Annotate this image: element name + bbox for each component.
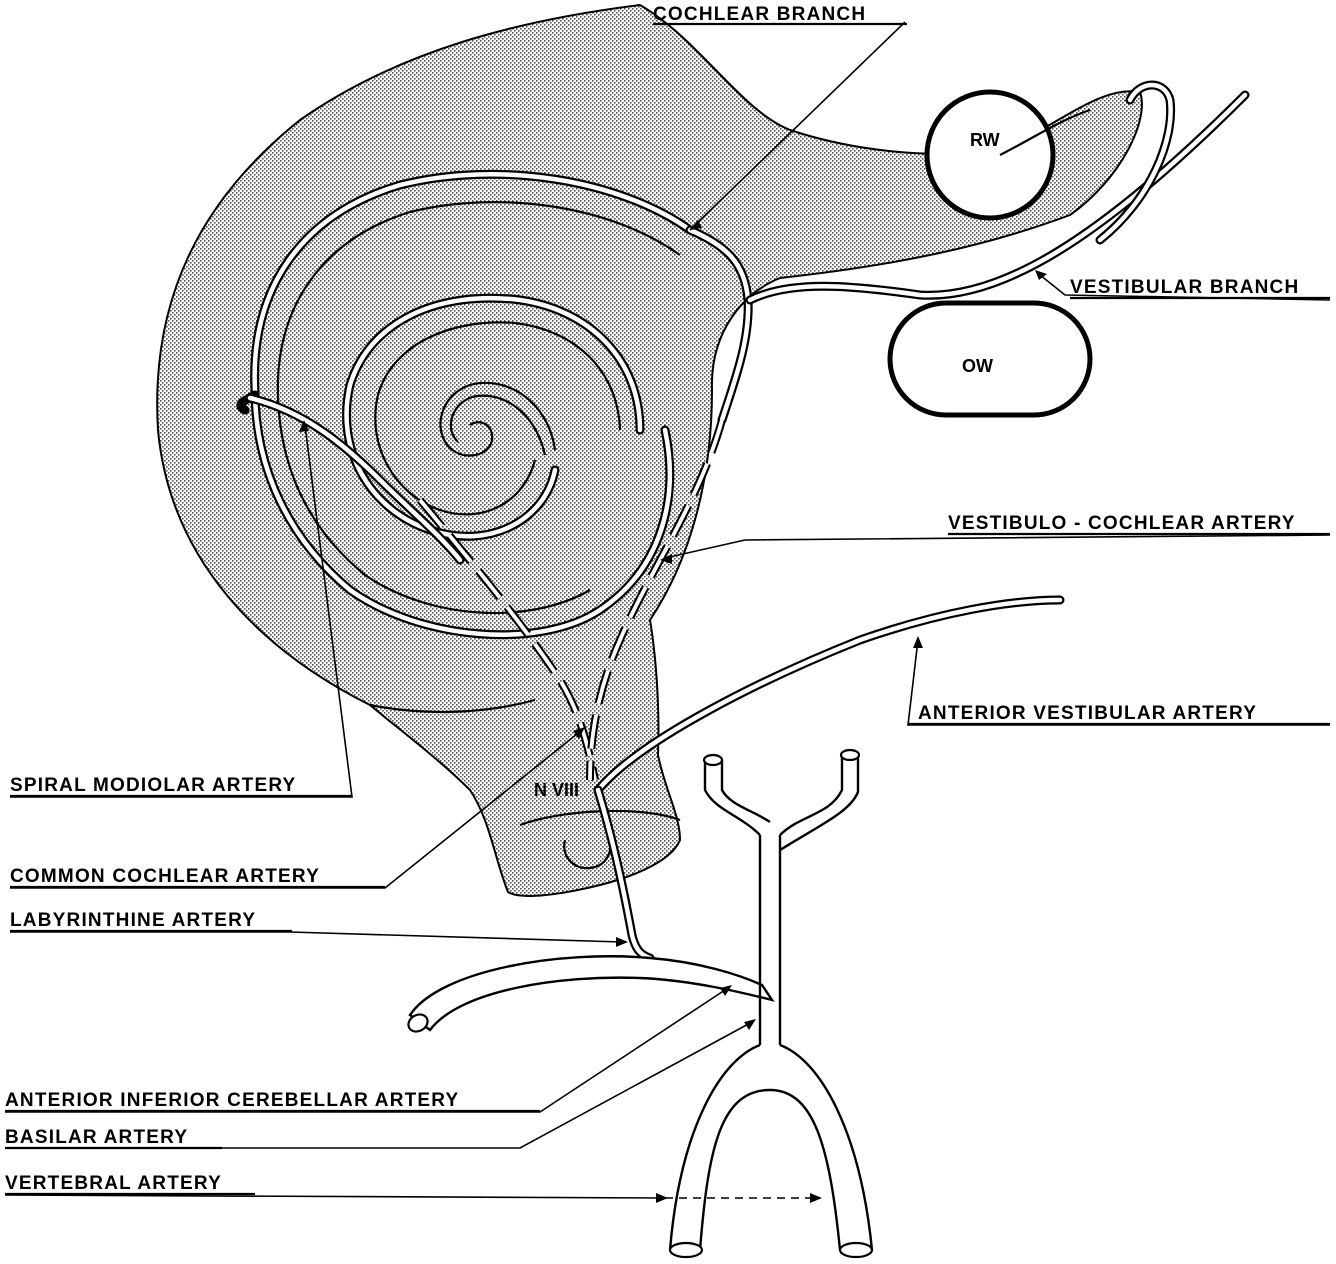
label-anterior-vestibular-artery: ANTERIOR VESTIBULAR ARTERY (918, 703, 1257, 724)
label-anterior-inferior-cerebellar-artery: ANTERIOR INFERIOR CEREBELLAR ARTERY (5, 1090, 459, 1111)
label-spiral-modiolar-artery: SPIRAL MODIOLAR ARTERY (10, 775, 296, 796)
label-round-window: RW (970, 130, 1000, 150)
label-common-cochlear-artery: COMMON COCHLEAR ARTERY (10, 866, 320, 887)
round-window-crossline (999, 108, 1091, 156)
basilar-vertebral-system (407, 748, 874, 1259)
label-vertebral-artery: VERTEBRAL ARTERY (5, 1173, 222, 1194)
vessels (236, 80, 1250, 963)
label-oval-window: OW (962, 356, 993, 376)
label-cochlear-branch: COCHLEAR BRANCH (653, 4, 866, 25)
label-vestibular-branch: VESTIBULAR BRANCH (1070, 277, 1299, 298)
label-basilar-artery: BASILAR ARTERY (5, 1127, 188, 1148)
cochlear-spiral (250, 169, 695, 640)
oval-window (887, 300, 1093, 418)
labels: COCHLEAR BRANCH VESTIBULAR BRANCH VESTIB… (5, 4, 1330, 1196)
label-vestibulo-cochlear-artery: VESTIBULO - COCHLEAR ARTERY (948, 513, 1296, 534)
cochlea-body (156, 3, 1143, 897)
round-window (924, 89, 1056, 221)
label-labyrinthine-artery: LABYRINTHINE ARTERY (10, 910, 256, 931)
label-nerve-viii: N VIII (534, 780, 579, 800)
